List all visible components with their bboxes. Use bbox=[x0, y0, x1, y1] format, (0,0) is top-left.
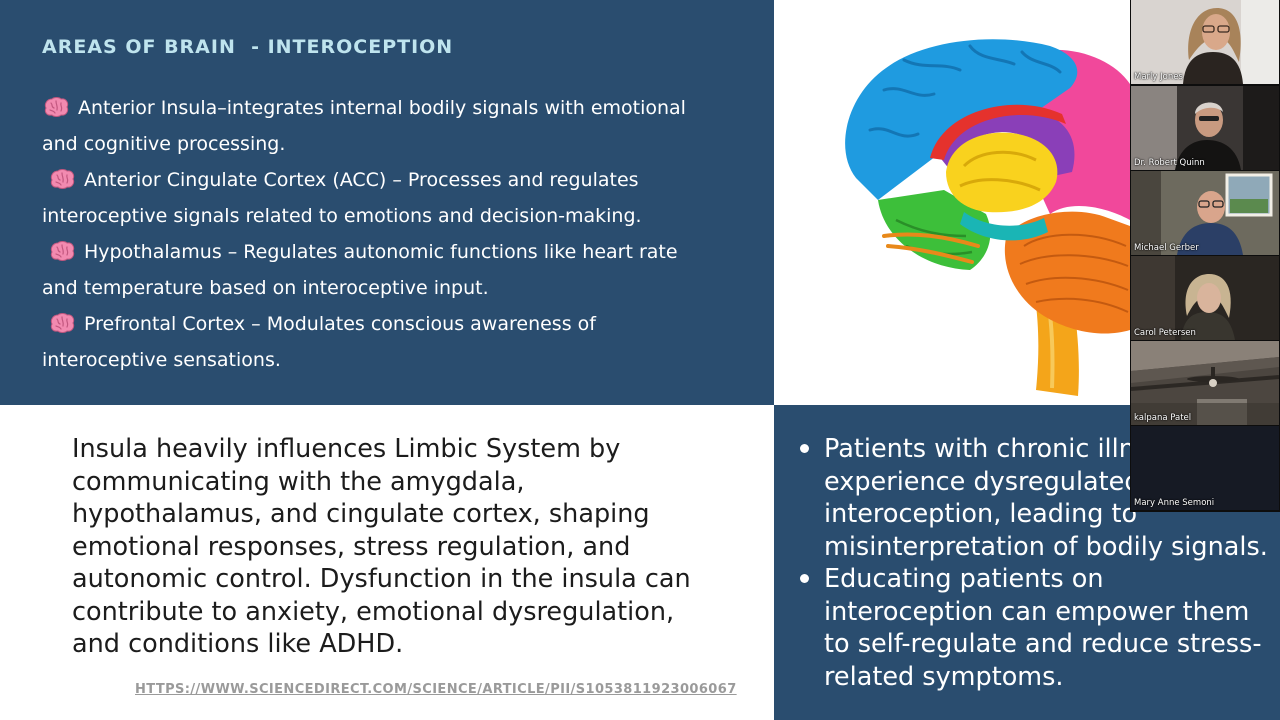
participant-name: Mary Anne Semoni bbox=[1134, 498, 1215, 508]
brain-areas-list: Anterior Insula–integrates internal bodi… bbox=[42, 90, 742, 378]
list-item: Patients with chronic illn experience dy… bbox=[798, 433, 1268, 563]
source-link[interactable]: HTTPS://WWW.SCIENCEDIRECT.COM/SCIENCE/AR… bbox=[135, 682, 737, 697]
participant-video bbox=[1131, 256, 1279, 340]
participant-name: Carol Petersen bbox=[1134, 328, 1196, 338]
participant-tile[interactable]: Michael Gerber bbox=[1131, 171, 1279, 255]
list-item: Anterior Insula–integrates internal bodi… bbox=[42, 96, 686, 155]
participant-tile[interactable]: kalpana Patel bbox=[1131, 341, 1279, 425]
brain-icon bbox=[50, 240, 75, 262]
list-item: Prefrontal Cortex – Modulates conscious … bbox=[42, 312, 596, 371]
brain-anatomy-image bbox=[845, 39, 1130, 396]
participant-video bbox=[1131, 171, 1279, 255]
participant-video bbox=[1131, 86, 1279, 170]
participant-tile[interactable]: Carol Petersen bbox=[1131, 256, 1279, 340]
participant-tile[interactable]: Mary Anne Semoni bbox=[1131, 426, 1279, 510]
list-item: Anterior Cingulate Cortex (ACC) – Proces… bbox=[42, 168, 642, 227]
bullet-dot bbox=[800, 444, 809, 453]
brain-icon bbox=[44, 96, 69, 118]
participant-name: Michael Gerber bbox=[1134, 243, 1199, 253]
bullet-dot bbox=[800, 574, 809, 583]
participant-tile[interactable]: Marly Jones bbox=[1131, 0, 1279, 84]
participant-name: kalpana Patel bbox=[1134, 413, 1192, 423]
list-item: Educating patients on interoception can … bbox=[798, 563, 1268, 693]
brain-icon bbox=[50, 312, 75, 334]
participant-video-strip: Marly Jones Dr. Robert Quinn Michael Ger… bbox=[1130, 0, 1280, 512]
brain-icon bbox=[50, 168, 75, 190]
participant-name: Marly Jones bbox=[1134, 72, 1183, 82]
patients-bullet-list: Patients with chronic illn experience dy… bbox=[798, 433, 1268, 693]
brain-illustration bbox=[774, 0, 1130, 405]
slide-top-left-panel: AREAS OF BRAIN - INTEROCEPTION Anterior … bbox=[0, 0, 774, 405]
slide-bottom-left-panel: Insula heavily influences Limbic System … bbox=[0, 405, 774, 720]
participant-video bbox=[1131, 341, 1279, 425]
insula-paragraph: Insula heavily influences Limbic System … bbox=[72, 434, 691, 659]
slide-title: AREAS OF BRAIN - INTEROCEPTION bbox=[42, 36, 454, 58]
participant-video bbox=[1131, 426, 1279, 510]
participant-video bbox=[1131, 0, 1279, 84]
list-item: Hypothalamus – Regulates autonomic funct… bbox=[42, 240, 678, 299]
participant-tile[interactable]: Dr. Robert Quinn bbox=[1131, 86, 1279, 170]
participant-name: Dr. Robert Quinn bbox=[1134, 158, 1205, 168]
